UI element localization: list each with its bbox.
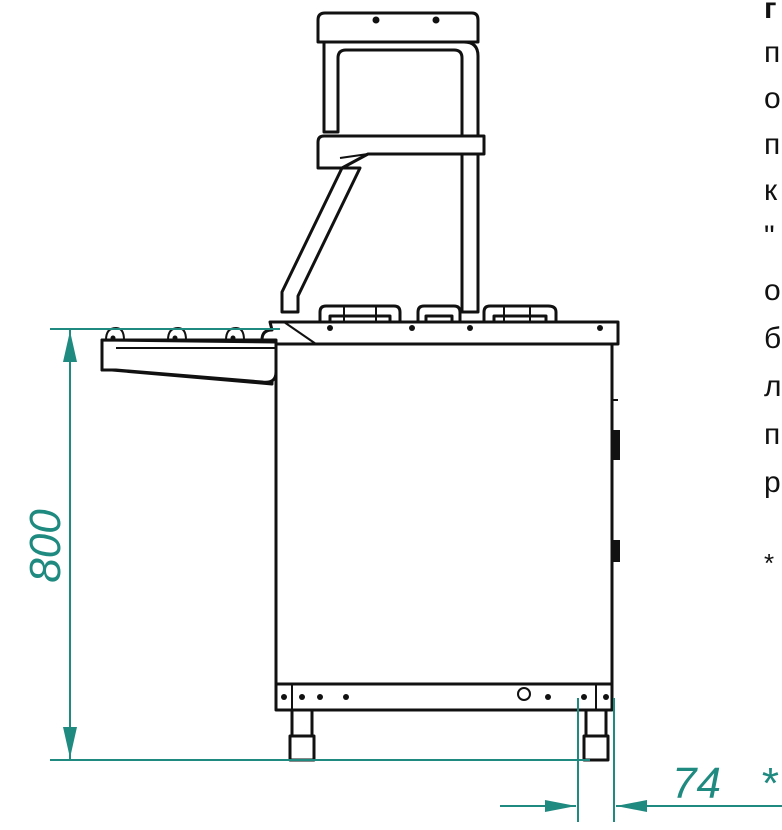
side-text-line-6: " [764, 220, 775, 253]
side-text-line-7: о [764, 274, 781, 307]
side-text-line-8: б [764, 322, 782, 355]
side-text-line-3: о [764, 82, 781, 115]
top-shelf [316, 11, 480, 44]
leg-left [288, 708, 316, 762]
arrow-right [545, 800, 576, 812]
side-text-line-2: п [764, 36, 781, 69]
shelf-frame [280, 40, 486, 314]
base-frame [274, 682, 614, 712]
side-text-line-4: п [764, 128, 781, 161]
foot-offset-dimension [500, 698, 782, 822]
arrow-left [616, 800, 647, 812]
side-text-line-10: п [764, 418, 781, 451]
height-dimension-label: 800 [21, 509, 70, 583]
burner-middle [416, 304, 462, 324]
leg-right [582, 708, 610, 762]
height-dimension [50, 328, 590, 761]
foot-offset-label: 74 [672, 759, 721, 808]
side-text-line-11: р [764, 466, 781, 499]
side-text-line-5: к [764, 174, 778, 207]
arrow-down [63, 727, 77, 758]
side-text-line-9: л [764, 370, 782, 403]
side-tray [100, 326, 278, 386]
arrow-up [63, 331, 77, 362]
burner-left [318, 304, 402, 324]
side-text-footnote-star: * [764, 548, 775, 578]
foot-offset-star: * [760, 759, 779, 808]
cabinet-body [274, 342, 620, 686]
burner-right [482, 304, 558, 324]
side-text-line-1: г [764, 0, 777, 25]
